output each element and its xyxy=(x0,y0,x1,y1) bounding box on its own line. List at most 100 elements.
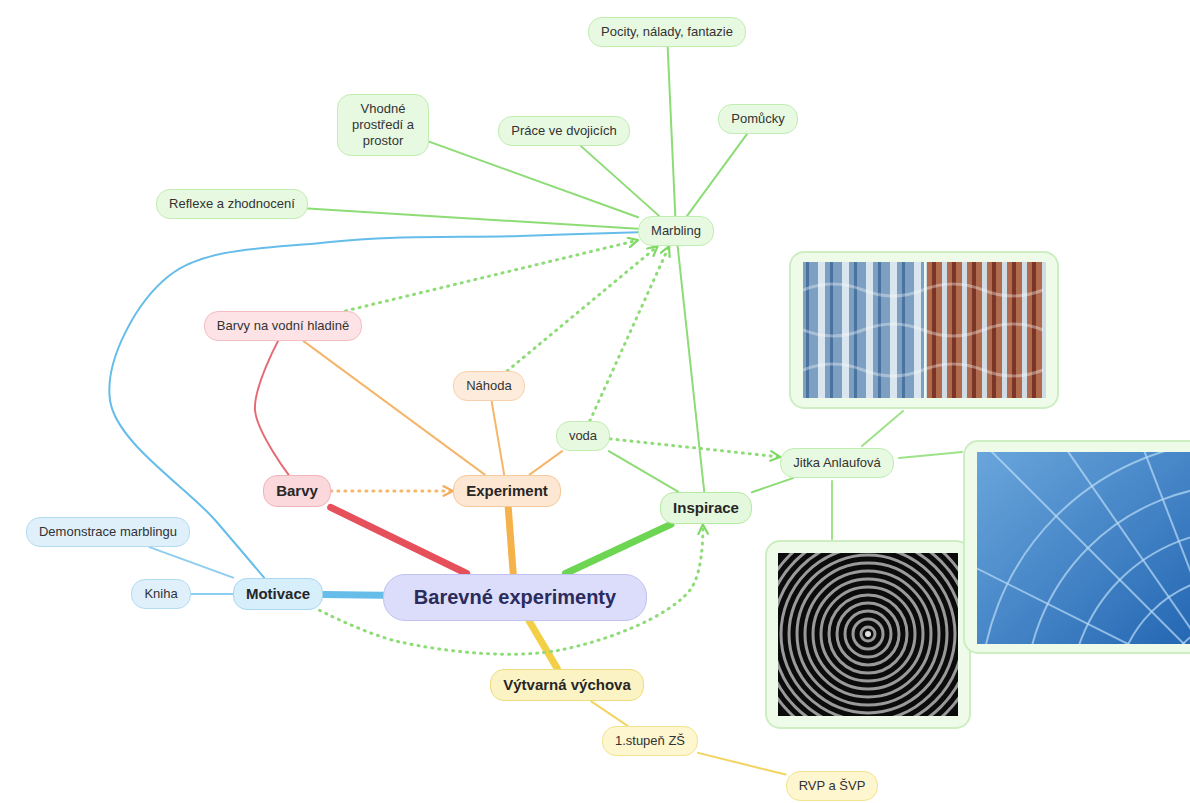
branch-line xyxy=(529,621,557,669)
leader-line xyxy=(831,481,833,539)
ring xyxy=(821,587,915,681)
branch-line xyxy=(191,593,233,595)
water-line xyxy=(1060,452,1190,644)
dotted-arrow xyxy=(320,524,703,654)
node-label: Marbling xyxy=(651,223,701,239)
branch-line xyxy=(331,507,467,573)
node-label: Práce ve dvojicích xyxy=(511,123,617,139)
node-label: RVP a ŠVP xyxy=(799,778,866,794)
node-label: Demonstrace marblingu xyxy=(39,524,177,540)
branch-line xyxy=(149,547,233,578)
branch-line xyxy=(255,341,289,475)
branch-line xyxy=(429,142,638,218)
branch-line xyxy=(668,47,676,216)
leader-line xyxy=(862,411,903,446)
node-label: Barvy xyxy=(276,482,318,501)
main-branch-box: Motivace xyxy=(233,578,323,611)
ring xyxy=(778,553,958,716)
node-label: Barevné experimenty xyxy=(414,585,616,610)
node-label: voda xyxy=(569,428,597,444)
node-label: Výtvarná výchova xyxy=(503,676,631,695)
dotted-arrow xyxy=(590,246,669,421)
subtopic-box: Pocity, nálady, fantazie xyxy=(588,17,746,47)
branch-line xyxy=(308,209,638,229)
subtopic-box: 1.stupeň ZŠ xyxy=(602,726,698,756)
dotted-arrow xyxy=(507,246,658,371)
branch-line xyxy=(304,341,485,475)
main-branch-box: Barvy xyxy=(263,475,331,508)
wave xyxy=(803,364,1043,376)
ring xyxy=(829,595,907,673)
branch-line xyxy=(492,401,505,475)
subtopic-box: Jitka Anlaufová xyxy=(780,448,893,478)
node-label: Kniha xyxy=(144,586,177,602)
ring xyxy=(789,555,947,713)
branch-line xyxy=(609,451,678,492)
ring xyxy=(845,611,891,657)
node-label: Pocity, nálady, fantazie xyxy=(601,24,733,40)
subtopic-box: Marbling xyxy=(638,216,714,246)
wave xyxy=(803,324,1043,336)
node-label: Náhoda xyxy=(466,378,512,394)
ring xyxy=(861,627,875,641)
branch-line xyxy=(687,134,747,216)
subtopic-box: voda xyxy=(556,421,610,451)
water-photo xyxy=(977,452,1190,644)
node-label: 1.stupeň ZŠ xyxy=(615,733,685,749)
water-line xyxy=(977,560,1190,644)
subtopic-box: Práce ve dvojicích xyxy=(498,116,630,146)
dotted-arrow xyxy=(331,490,453,493)
ring xyxy=(778,553,958,716)
subtopic-box: Náhoda xyxy=(453,371,525,401)
ripple-center xyxy=(865,631,871,637)
ring xyxy=(781,553,955,716)
ripple-rings xyxy=(778,553,958,716)
subtopic-box: RVP a ŠVP xyxy=(786,771,879,801)
main-branch-box: Experiment xyxy=(453,475,561,508)
subtopic-box: Kniha xyxy=(131,579,190,609)
node-label: Vhodné prostředí a prostor xyxy=(350,101,416,150)
water-line xyxy=(980,452,1190,644)
branch-line xyxy=(508,507,513,573)
ring xyxy=(805,571,931,697)
main-branch-box: Výtvarná výchova xyxy=(490,669,644,702)
ripple-photo xyxy=(778,553,958,716)
node-label: Motivace xyxy=(246,585,310,604)
branch-line xyxy=(698,753,786,775)
branch-line xyxy=(323,591,383,599)
dotted-arrow xyxy=(610,439,780,457)
leader-line xyxy=(899,452,962,458)
branch-line xyxy=(530,451,562,475)
node-label: Pomůcky xyxy=(731,111,784,127)
ring xyxy=(837,603,899,665)
marbling-waves xyxy=(803,284,1043,376)
image-frame xyxy=(964,441,1190,653)
branch-line xyxy=(565,524,670,573)
subtopic-box: Vhodné prostředí a prostor xyxy=(337,94,429,157)
wave xyxy=(803,284,1043,296)
ring xyxy=(797,563,939,705)
subtopic-box: Barvy na vodní hladině xyxy=(204,311,362,341)
node-label: Barvy na vodní hladině xyxy=(217,318,349,334)
branch-line xyxy=(752,478,793,492)
water-lines xyxy=(977,452,1190,644)
node-label: Reflexe a zhodnocení xyxy=(169,196,295,212)
subtopic-box: Pomůcky xyxy=(718,104,797,134)
node-label: Inspirace xyxy=(673,499,739,518)
branch-line xyxy=(581,146,659,216)
ring xyxy=(853,619,883,649)
node-label: Experiment xyxy=(466,482,548,501)
node-label: Jitka Anlaufová xyxy=(793,455,880,471)
ring xyxy=(778,553,958,716)
water-line xyxy=(990,452,1190,644)
central-topic: Barevné experimenty xyxy=(383,574,647,621)
main-branch-box: Inspirace xyxy=(660,492,752,525)
image-frame xyxy=(766,541,970,728)
image-frame xyxy=(790,252,1058,408)
branch-line xyxy=(678,246,705,492)
ring xyxy=(813,579,923,689)
branch-line xyxy=(591,701,627,726)
subtopic-box: Demonstrace marblingu xyxy=(26,517,190,547)
water-line xyxy=(1140,452,1190,644)
